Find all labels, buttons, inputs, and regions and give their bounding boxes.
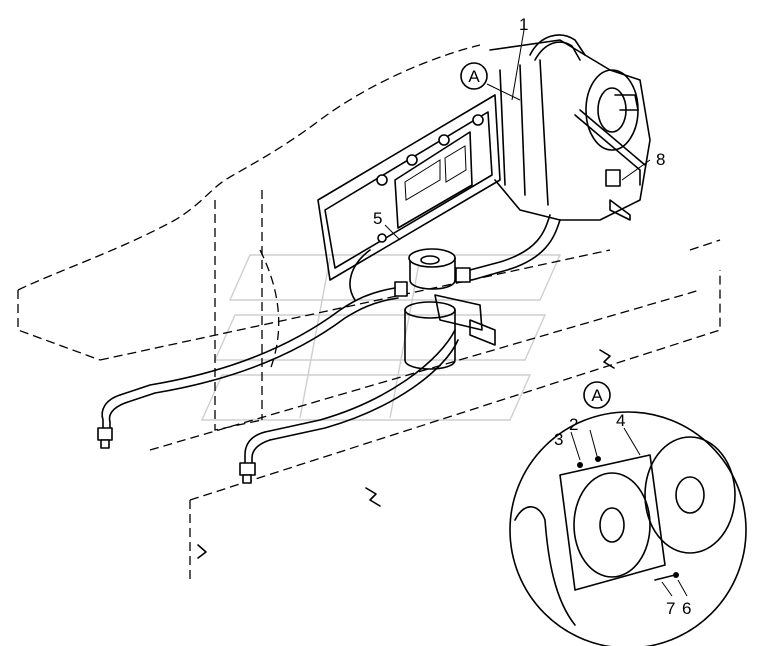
- callout-4: 4: [616, 411, 625, 430]
- callout-2: 2: [569, 415, 578, 434]
- vehicle-frame-outline: [17, 44, 721, 580]
- engine-side-panel: [317, 94, 501, 281]
- filter-assembly: [394, 248, 496, 370]
- callout-8: 8: [656, 150, 665, 169]
- callout-3: 3: [554, 430, 563, 449]
- leader-lines: [384, 29, 688, 597]
- callout-1: 1: [519, 15, 528, 34]
- transmission-assembly: [489, 34, 651, 221]
- detail-label-main: A: [460, 62, 488, 90]
- callout-5: 5: [373, 209, 382, 228]
- svg-text:A: A: [468, 67, 480, 86]
- detail-view-circle: [509, 411, 747, 646]
- callout-7: 7: [666, 599, 675, 618]
- hose-lines: [97, 214, 561, 484]
- detail-label-inset: A: [583, 381, 611, 409]
- svg-text:A: A: [591, 386, 603, 405]
- callout-6: 6: [682, 599, 691, 618]
